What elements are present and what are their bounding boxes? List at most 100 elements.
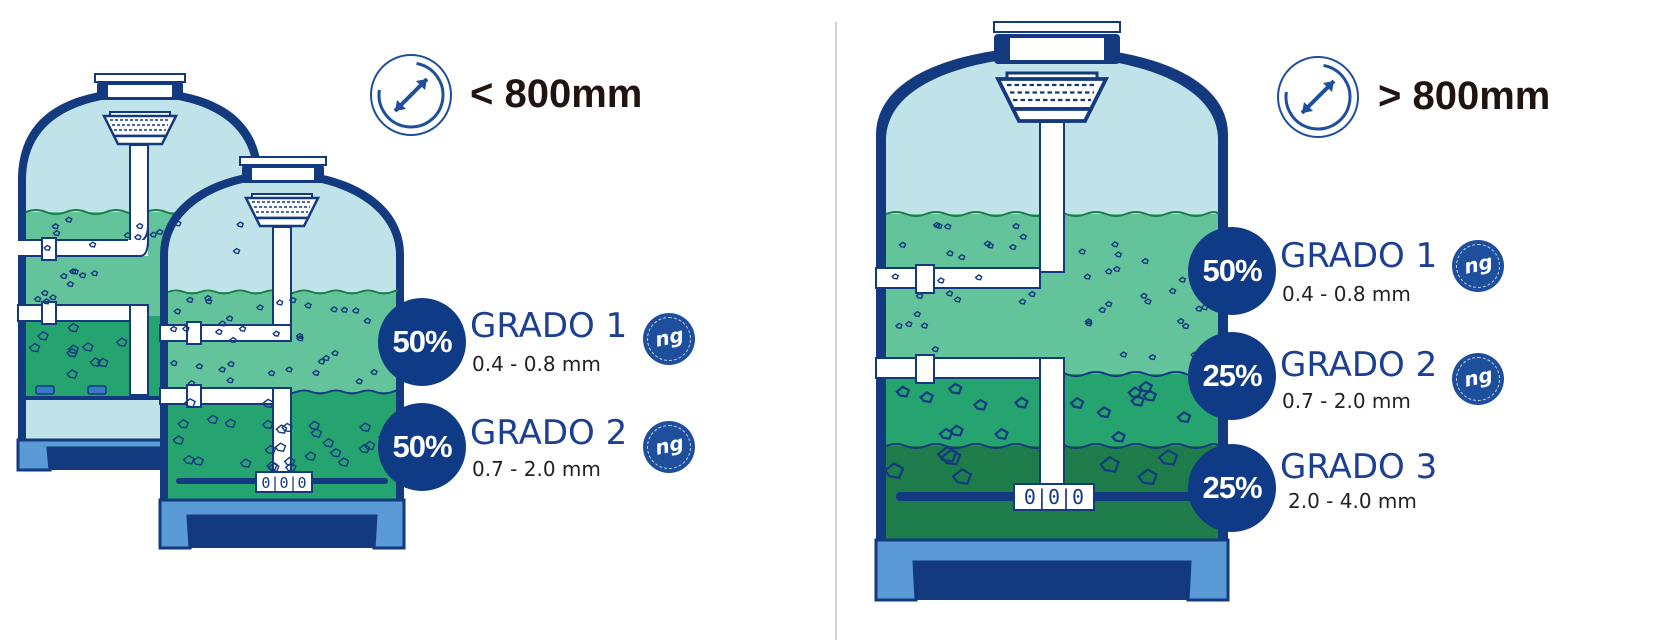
media-granule <box>195 362 204 370</box>
media-granule <box>1104 268 1113 275</box>
media-granule <box>1143 298 1152 305</box>
media-granule <box>1111 430 1126 443</box>
media-granule <box>945 250 954 257</box>
left-size-label: < 800mm <box>470 72 643 116</box>
media-granule <box>226 360 235 368</box>
media-granule <box>283 456 296 467</box>
right-grade-2-name: GRADO 2 <box>1280 345 1438 385</box>
media-granule <box>972 398 988 411</box>
media-granule <box>225 315 234 322</box>
media-granule <box>1137 468 1158 486</box>
media-granule <box>983 240 992 247</box>
media-granule <box>78 271 87 279</box>
large-tank: 0|0|0 <box>874 21 1230 602</box>
media-granule <box>224 418 237 428</box>
media-granule <box>919 391 935 404</box>
media-granule <box>1096 406 1112 419</box>
media-granule <box>1019 233 1028 240</box>
media-granule <box>895 385 911 398</box>
media-granule <box>155 228 164 236</box>
media-granule <box>1142 389 1158 402</box>
media-granule <box>1112 265 1121 273</box>
media-granule <box>1078 248 1086 255</box>
media-granule <box>274 442 287 452</box>
right-size-label: > 800mm <box>1378 74 1551 118</box>
left-grade-1-name: GRADO 1 <box>470 306 628 346</box>
media-granule <box>355 378 363 385</box>
media-granule <box>1148 353 1157 361</box>
right-grade-1-name: GRADO 1 <box>1280 236 1438 276</box>
media-granule <box>1130 394 1145 407</box>
media-granule <box>311 369 320 376</box>
diameter-gauge-icon <box>1277 56 1359 138</box>
media-granule <box>90 269 99 277</box>
media-granule <box>177 418 190 429</box>
media-granule <box>953 296 962 303</box>
media-granule <box>261 419 274 430</box>
media-granule <box>184 397 196 408</box>
media-granule <box>281 422 294 433</box>
media-granule <box>59 272 68 280</box>
media-granule <box>936 277 945 284</box>
media-granule <box>218 366 226 373</box>
ng-logo-text: ng <box>652 430 686 460</box>
media-granule <box>904 320 913 328</box>
media-granule <box>173 308 182 315</box>
media-granule <box>206 414 219 425</box>
media-granule <box>275 424 288 434</box>
media-granule <box>296 335 304 342</box>
media-granule <box>67 344 80 355</box>
media-granule <box>187 379 196 387</box>
media-granule <box>149 231 158 238</box>
ng-logo-text: ng <box>1461 362 1495 392</box>
media-granule <box>931 345 940 353</box>
media-granule <box>232 247 241 255</box>
media-granule <box>42 298 51 305</box>
media-granule <box>932 221 941 229</box>
media-granule <box>957 253 966 261</box>
media-granule <box>363 317 372 324</box>
media-granule <box>936 445 958 463</box>
media-granule <box>1011 222 1020 230</box>
right-grade-3-percent-badge: 25% <box>1188 444 1276 532</box>
media-granule <box>71 268 80 275</box>
svg-text:0|0|0: 0|0|0 <box>261 474 306 492</box>
left-grade-2-name: GRADO 2 <box>470 413 628 453</box>
media-granule <box>1178 276 1187 283</box>
media-granule <box>308 420 321 431</box>
media-granule <box>275 299 284 306</box>
media-granule <box>1084 320 1093 327</box>
media-granule <box>994 427 1009 440</box>
media-granule <box>329 447 342 458</box>
media-granule <box>181 325 190 332</box>
media-granule <box>949 424 964 437</box>
media-granule <box>228 336 237 344</box>
media-granule <box>322 437 335 448</box>
media-granule <box>1069 396 1085 410</box>
media-granule <box>1176 411 1192 424</box>
media-granule <box>1181 322 1190 330</box>
media-granule <box>285 366 293 373</box>
media-granule <box>173 220 182 227</box>
ng-logo-icon: ng <box>1452 353 1504 405</box>
media-granule <box>169 325 178 333</box>
media-granule <box>940 448 962 466</box>
media-granule <box>51 223 60 230</box>
media-granule <box>226 377 235 384</box>
media-granule <box>330 349 339 357</box>
media-granule <box>1114 251 1123 258</box>
media-granule <box>64 216 73 223</box>
media-granule <box>43 244 52 252</box>
media-granule <box>68 268 77 275</box>
media-granule <box>67 322 80 333</box>
media-granule <box>920 322 929 329</box>
media-granule <box>66 280 75 288</box>
media-granule <box>337 457 350 467</box>
ng-logo-icon: ng <box>643 313 695 365</box>
media-granule <box>1127 386 1143 399</box>
media-granule <box>1084 318 1093 325</box>
media-granule <box>33 295 42 303</box>
right-grade-1-range: 0.4 - 0.8 mm <box>1282 282 1411 306</box>
